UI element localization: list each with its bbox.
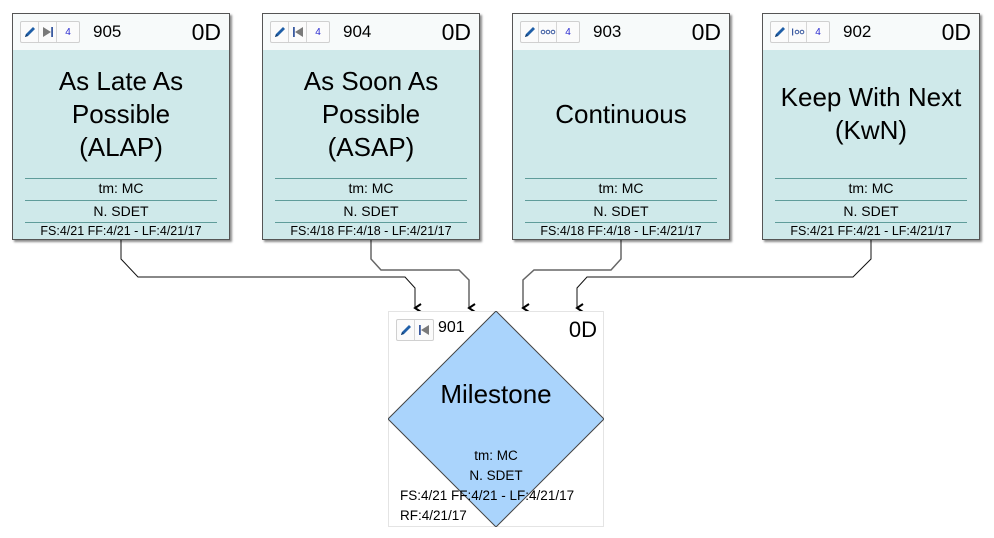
- milestone-resource: N. SDET: [469, 468, 523, 483]
- task-duration: 0D: [691, 19, 721, 45]
- task-iconbar: 4: [520, 21, 580, 43]
- divider: [25, 200, 217, 201]
- asap-icon[interactable]: [289, 22, 307, 42]
- edit-icon[interactable]: [271, 22, 289, 42]
- task-card-header: 4 904 0D: [263, 14, 479, 50]
- task-card-903[interactable]: 4 903 0D Continuous tm: MC N. SDET FS:4/…: [512, 13, 730, 240]
- task-title-line: Continuous: [555, 98, 687, 129]
- task-title-line: Possible: [321, 98, 421, 129]
- divider: [525, 222, 717, 223]
- keep-with-next-icon[interactable]: [789, 22, 807, 42]
- task-dates: FS:4/18 FF:4/18 - LF:4/21/17: [540, 224, 702, 238]
- milestone-id: 901: [438, 319, 465, 336]
- task-id: 904: [343, 22, 372, 41]
- divider: [25, 222, 217, 223]
- task-id: 903: [593, 22, 622, 41]
- task-resource: N. SDET: [93, 203, 149, 219]
- task-title-line: As Late As: [58, 65, 184, 96]
- milestone-iconbar: [396, 319, 434, 341]
- task-duration: 0D: [941, 19, 971, 45]
- link-905-901: [120, 240, 422, 313]
- task-team: tm: MC: [98, 180, 144, 196]
- asap-icon[interactable]: [415, 320, 433, 340]
- task-dates: FS:4/21 FF:4/21 - LF:4/21/17: [790, 224, 952, 238]
- task-badge: 4: [315, 26, 321, 38]
- task-dates: FS:4/18 FF:4/18 - LF:4/21/17: [290, 224, 452, 238]
- task-title: Continuous: [513, 50, 729, 178]
- task-id: 905: [93, 22, 122, 41]
- edit-icon[interactable]: [771, 22, 789, 42]
- task-resource: N. SDET: [843, 203, 899, 219]
- divider: [775, 178, 967, 179]
- task-card-header: 4 903 0D: [513, 14, 729, 50]
- milestone-team: tm: MC: [474, 448, 518, 463]
- link-902-901: [575, 240, 872, 313]
- milestone-rf: RF:4/21/17: [400, 508, 467, 523]
- milestone-title: Milestone: [440, 379, 552, 409]
- task-title-line: (KwN): [834, 115, 908, 145]
- task-duration: 0D: [441, 19, 471, 45]
- task-title-line: (ASAP): [327, 131, 415, 162]
- divider: [525, 200, 717, 201]
- edit-icon[interactable]: [397, 320, 415, 340]
- divider: [775, 222, 967, 223]
- task-dates: FS:4/21 FF:4/21 - LF:4/21/17: [40, 224, 202, 238]
- continuous-icon[interactable]: [539, 22, 557, 42]
- edit-icon[interactable]: [21, 22, 39, 42]
- task-title-line: Possible: [71, 98, 171, 129]
- task-resource: N. SDET: [343, 203, 399, 219]
- divider: [525, 178, 717, 179]
- divider: [775, 200, 967, 201]
- task-team: tm: MC: [848, 180, 894, 196]
- task-badge: 4: [565, 26, 571, 38]
- task-badge: 4: [65, 26, 71, 38]
- milestone-card[interactable]: 901 0D Milestone tm: MC N. SDET FS:4/21 …: [388, 311, 604, 527]
- link-903-901: [521, 240, 622, 313]
- divider: [25, 178, 217, 179]
- link-904-901: [370, 240, 476, 313]
- task-title-line: (ALAP): [79, 131, 163, 162]
- task-id: 902: [843, 22, 872, 41]
- edit-icon[interactable]: [521, 22, 539, 42]
- task-badge: 4: [815, 26, 821, 38]
- divider: [275, 178, 467, 179]
- task-title-line: Keep With Next: [780, 82, 962, 112]
- task-card-header: 4 902 0D: [763, 14, 979, 50]
- task-team: tm: MC: [598, 180, 644, 196]
- task-card-902[interactable]: 4 902 0D Keep With Next(KwN) tm: MC N. S…: [762, 13, 980, 240]
- task-duration: 0D: [191, 19, 221, 45]
- task-title: Keep With Next(KwN): [763, 50, 979, 178]
- milestone-diamond: [388, 311, 604, 527]
- task-iconbar: 4: [20, 21, 80, 43]
- task-resource: N. SDET: [593, 203, 649, 219]
- divider: [275, 222, 467, 223]
- task-team: tm: MC: [348, 180, 394, 196]
- task-title-line: As Soon As: [303, 65, 439, 96]
- task-iconbar: 4: [270, 21, 330, 43]
- task-iconbar: 4: [770, 21, 830, 43]
- divider: [275, 200, 467, 201]
- milestone-duration: 0D: [568, 317, 597, 342]
- task-card-header: 4 905 0D: [13, 14, 229, 50]
- alap-icon[interactable]: [39, 22, 57, 42]
- milestone-dates: FS:4/21 FF:4/21 - LF:4/21/17: [400, 488, 575, 503]
